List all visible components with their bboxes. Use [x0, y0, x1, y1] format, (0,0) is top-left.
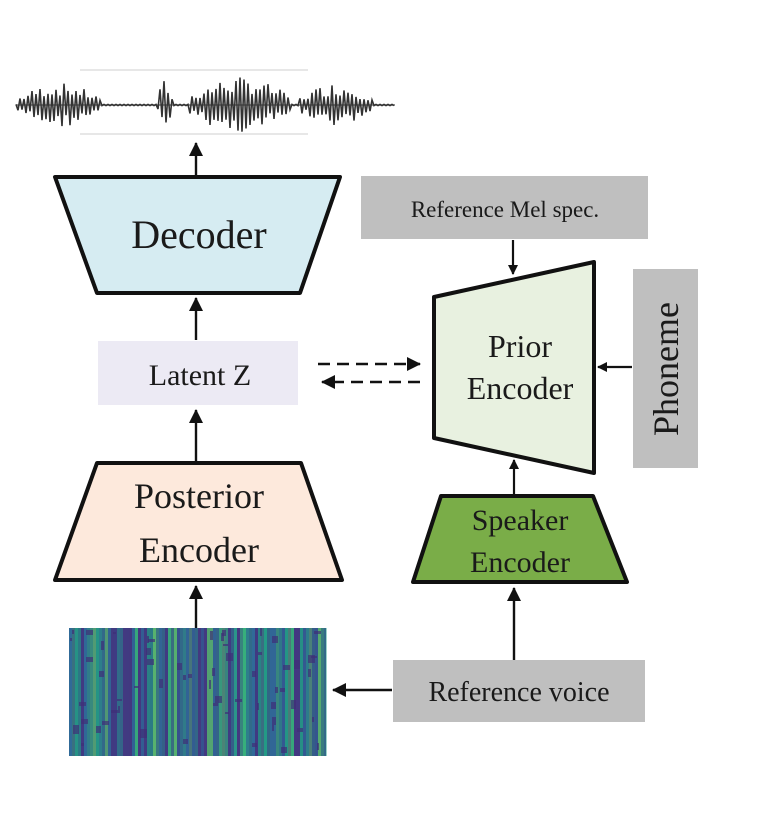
latent-z-block: Latent Z: [98, 341, 298, 405]
speaker-encoder-label-line1: Speaker: [472, 504, 569, 537]
phoneme-box: [633, 269, 698, 468]
decoder-block: Decoder: [53, 175, 342, 295]
posterior-encoder-label-line2: Encoder: [139, 530, 259, 570]
reference-voice-block: Reference voice: [393, 660, 645, 722]
decoder-shape: [53, 175, 342, 295]
speaker-encoder-block: Speaker Encoder: [411, 494, 629, 584]
input-spectrogram: [69, 628, 327, 756]
latent-z-label: Latent Z: [149, 359, 251, 392]
prior-encoder-block: Prior Encoder: [432, 260, 596, 475]
posterior-encoder-shape: [53, 461, 344, 582]
posterior-encoder-label-line1: Posterior: [134, 476, 264, 516]
output-waveform: [15, 69, 395, 135]
decoder-label: Decoder: [131, 212, 266, 257]
phoneme-block: Phoneme: [633, 269, 698, 468]
reference-voice-label: Reference voice: [428, 677, 609, 708]
speaker-encoder-shape: [411, 494, 629, 584]
reference-mel-box: [361, 176, 648, 239]
prior-encoder-label-line1: Prior: [488, 328, 552, 364]
reference-voice-box: [393, 660, 645, 722]
reference-mel-label: Reference Mel spec.: [411, 197, 599, 222]
latent-z-box: [98, 341, 298, 405]
reference-mel-block: Reference Mel spec.: [361, 176, 648, 239]
prior-encoder-label-line2: Encoder: [467, 370, 574, 406]
posterior-encoder-block: Posterior Encoder: [53, 461, 344, 582]
prior-encoder-shape: [432, 260, 596, 475]
phoneme-label: Phoneme: [646, 302, 686, 436]
speaker-encoder-label-line2: Encoder: [470, 546, 570, 579]
